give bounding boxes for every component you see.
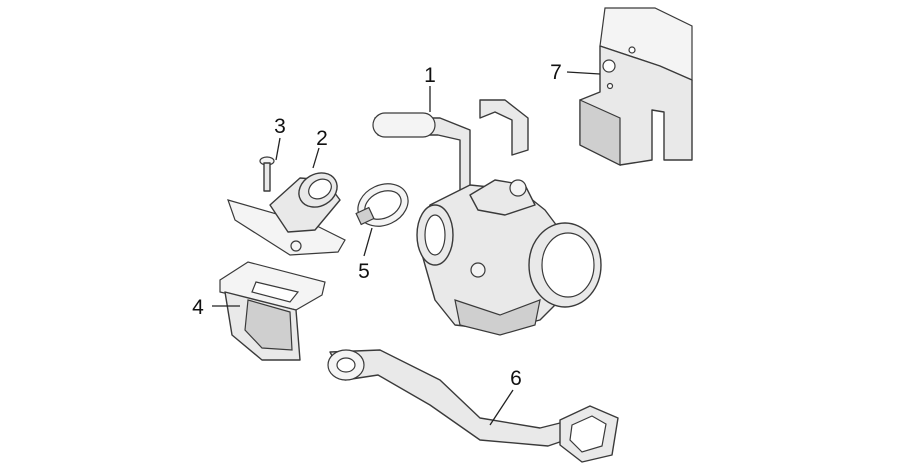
part-1-carburettor	[372, 99, 602, 336]
leader-lines	[212, 71, 601, 426]
part-3-screw	[259, 156, 275, 192]
callout-2: 2	[316, 127, 328, 150]
part-7-heat-shield-block	[579, 7, 693, 166]
callout-4: 4	[192, 296, 204, 319]
part-6-intake-hose	[327, 349, 619, 463]
part-4-reed-valve	[219, 261, 326, 361]
callout-3: 3	[274, 115, 286, 138]
callout-1: 1	[424, 64, 436, 87]
callout-7: 7	[550, 61, 562, 84]
callout-5: 5	[358, 260, 370, 283]
part-5-hose-clamp	[355, 183, 409, 227]
callout-6: 6	[510, 367, 522, 390]
part-2-intake-manifold	[227, 172, 346, 256]
